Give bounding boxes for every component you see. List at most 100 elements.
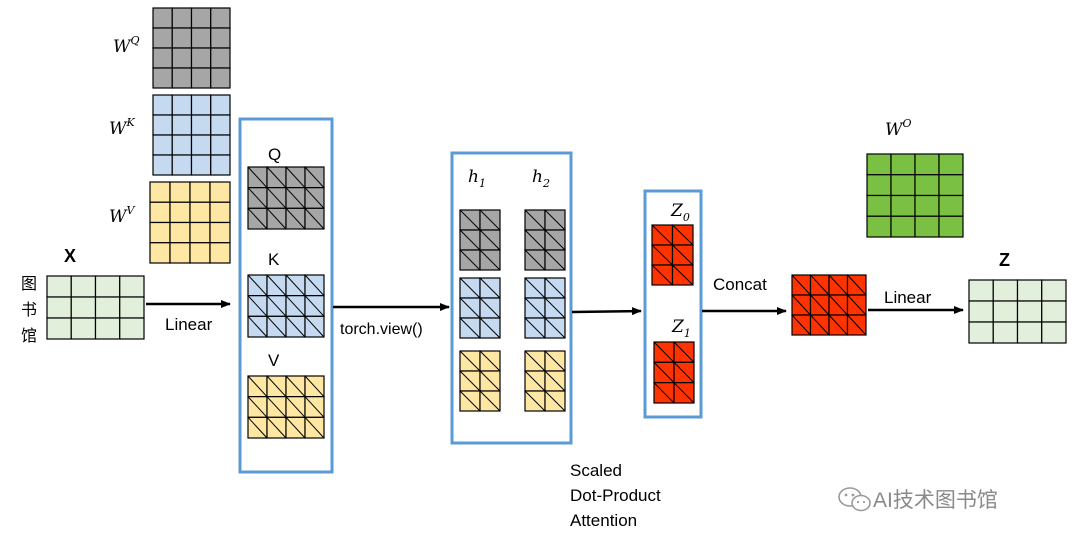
z1-matrix-cell-diagonal bbox=[673, 361, 695, 384]
z0-matrix-cell-diagonal bbox=[672, 244, 694, 266]
h1-k-matrix-cell-diagonal bbox=[459, 317, 481, 339]
h2-q-matrix-cell-diagonal bbox=[544, 249, 566, 271]
h1-k-matrix bbox=[459, 277, 501, 339]
concat-label: Concat bbox=[713, 275, 767, 294]
wv-matrix-cell bbox=[149, 242, 171, 264]
wq-matrix-cell bbox=[152, 27, 173, 49]
q-matrix-cell-diagonal bbox=[285, 187, 306, 209]
z1-matrix-cell-diagonal bbox=[653, 382, 675, 404]
v-matrix-cell-diagonal bbox=[247, 375, 268, 398]
v-matrix-cell-diagonal bbox=[304, 396, 325, 418]
wv-matrix-cell bbox=[169, 201, 191, 224]
h1-q-matrix bbox=[459, 209, 501, 271]
wv-matrix-cell bbox=[189, 181, 211, 203]
k-matrix-cell-diagonal bbox=[247, 315, 268, 338]
z-matrix-cell bbox=[1016, 321, 1043, 344]
wk-matrix-cell bbox=[210, 154, 231, 176]
concat-matrix-cell-diagonal bbox=[847, 274, 867, 296]
wv-matrix-cell bbox=[169, 221, 191, 244]
z-label: Z bbox=[999, 250, 1010, 270]
x-side-label: 图 书 馆 bbox=[21, 276, 37, 345]
h1-v-matrix-cell-diagonal bbox=[459, 370, 481, 392]
wq-matrix-cell bbox=[190, 27, 212, 49]
h2-q-matrix-cell-diagonal bbox=[544, 229, 566, 251]
wk-matrix-cell bbox=[152, 114, 173, 136]
attention-label: Scaled Dot-Product Attention bbox=[570, 461, 661, 530]
wq-label: WQ bbox=[113, 34, 140, 57]
h1-q-matrix-cell-diagonal bbox=[479, 209, 501, 231]
torch-view-label: torch.view() bbox=[340, 321, 423, 338]
wo-matrix-cell bbox=[890, 174, 916, 197]
z-matrix-cell bbox=[1016, 300, 1043, 323]
linear-label-2: Linear bbox=[884, 288, 932, 307]
wo-matrix-cell bbox=[938, 194, 964, 217]
concat-matrix-cell-diagonal bbox=[828, 274, 848, 296]
wk-label: WK bbox=[109, 116, 135, 139]
z-matrix bbox=[968, 279, 1067, 344]
h1-q-matrix-cell-diagonal bbox=[479, 229, 501, 251]
h1-k-matrix-cell-diagonal bbox=[479, 317, 501, 339]
linear-label-1: Linear bbox=[165, 315, 213, 334]
q-matrix-cell-diagonal bbox=[285, 166, 306, 189]
v-matrix-cell-diagonal bbox=[247, 416, 268, 439]
wo-matrix-cell bbox=[914, 174, 940, 197]
q-matrix-cell-diagonal bbox=[304, 187, 325, 209]
concat-matrix-cell-diagonal bbox=[791, 314, 811, 336]
h1-k-matrix-cell-diagonal bbox=[479, 277, 501, 299]
wq-matrix-cell bbox=[190, 7, 212, 29]
h1-k-matrix-cell-diagonal bbox=[479, 297, 501, 319]
concat-matrix-cell-diagonal bbox=[810, 274, 830, 296]
z0-matrix-cell-diagonal bbox=[672, 224, 694, 246]
wk-matrix-cell bbox=[210, 114, 231, 136]
z-heads-frame bbox=[643, 189, 703, 419]
svg-text:图: 图 bbox=[21, 276, 37, 293]
wv-matrix-cell bbox=[149, 221, 171, 244]
v-matrix-cell-diagonal bbox=[247, 396, 268, 418]
h2-v-matrix-cell-diagonal bbox=[544, 370, 566, 392]
concat-matrix-cell-diagonal bbox=[847, 294, 867, 316]
svg-text:Dot-Product: Dot-Product bbox=[570, 486, 661, 505]
wv-matrix-cell bbox=[189, 242, 211, 264]
wq-matrix-cell bbox=[210, 7, 231, 29]
heads-frame bbox=[450, 151, 573, 445]
x-matrix-cell bbox=[70, 317, 97, 340]
wv-matrix-cell bbox=[189, 221, 211, 244]
z-matrix-cell bbox=[1041, 279, 1067, 302]
q-matrix-cell-diagonal bbox=[247, 166, 268, 189]
h2-q-matrix-cell-diagonal bbox=[544, 209, 566, 231]
wq-matrix-cell bbox=[210, 47, 231, 69]
wq-matrix bbox=[152, 7, 231, 89]
concat-matrix-cell-diagonal bbox=[828, 294, 848, 316]
x-matrix-cell bbox=[94, 275, 121, 298]
wq-matrix-cell bbox=[210, 27, 231, 49]
wv-matrix-cell bbox=[149, 181, 171, 203]
h1-label: h1 bbox=[468, 167, 486, 190]
wk-matrix bbox=[152, 94, 231, 176]
v-matrix-cell-diagonal bbox=[285, 416, 306, 439]
z1-matrix-cell-diagonal bbox=[673, 382, 695, 404]
v-matrix-cell-diagonal bbox=[285, 396, 306, 418]
concat-matrix-cell-diagonal bbox=[791, 294, 811, 316]
wk-matrix-cell bbox=[190, 114, 212, 136]
wo-matrix-cell bbox=[914, 215, 940, 238]
v-matrix-cell-diagonal bbox=[266, 416, 287, 439]
k-matrix-cell-diagonal bbox=[266, 295, 287, 317]
wk-matrix-cell bbox=[190, 154, 212, 176]
h2-q-matrix bbox=[524, 209, 566, 271]
z0-matrix-cell-diagonal bbox=[651, 264, 673, 286]
wq-matrix-cell bbox=[171, 47, 193, 69]
wk-matrix-cell bbox=[190, 134, 212, 156]
svg-text:馆: 馆 bbox=[21, 327, 37, 345]
wo-matrix-cell bbox=[866, 174, 892, 197]
h2-q-matrix-cell-diagonal bbox=[524, 209, 546, 231]
wechat-icon bbox=[838, 487, 871, 512]
concat-matrix-cell-diagonal bbox=[847, 314, 867, 336]
z-matrix-cell bbox=[1016, 279, 1043, 302]
x-matrix-cell bbox=[94, 317, 121, 340]
wq-matrix-cell bbox=[171, 67, 193, 89]
attention-arrow bbox=[571, 307, 642, 316]
h1-q-matrix-cell-diagonal bbox=[479, 249, 501, 271]
h2-q-matrix-cell-diagonal bbox=[524, 229, 546, 251]
